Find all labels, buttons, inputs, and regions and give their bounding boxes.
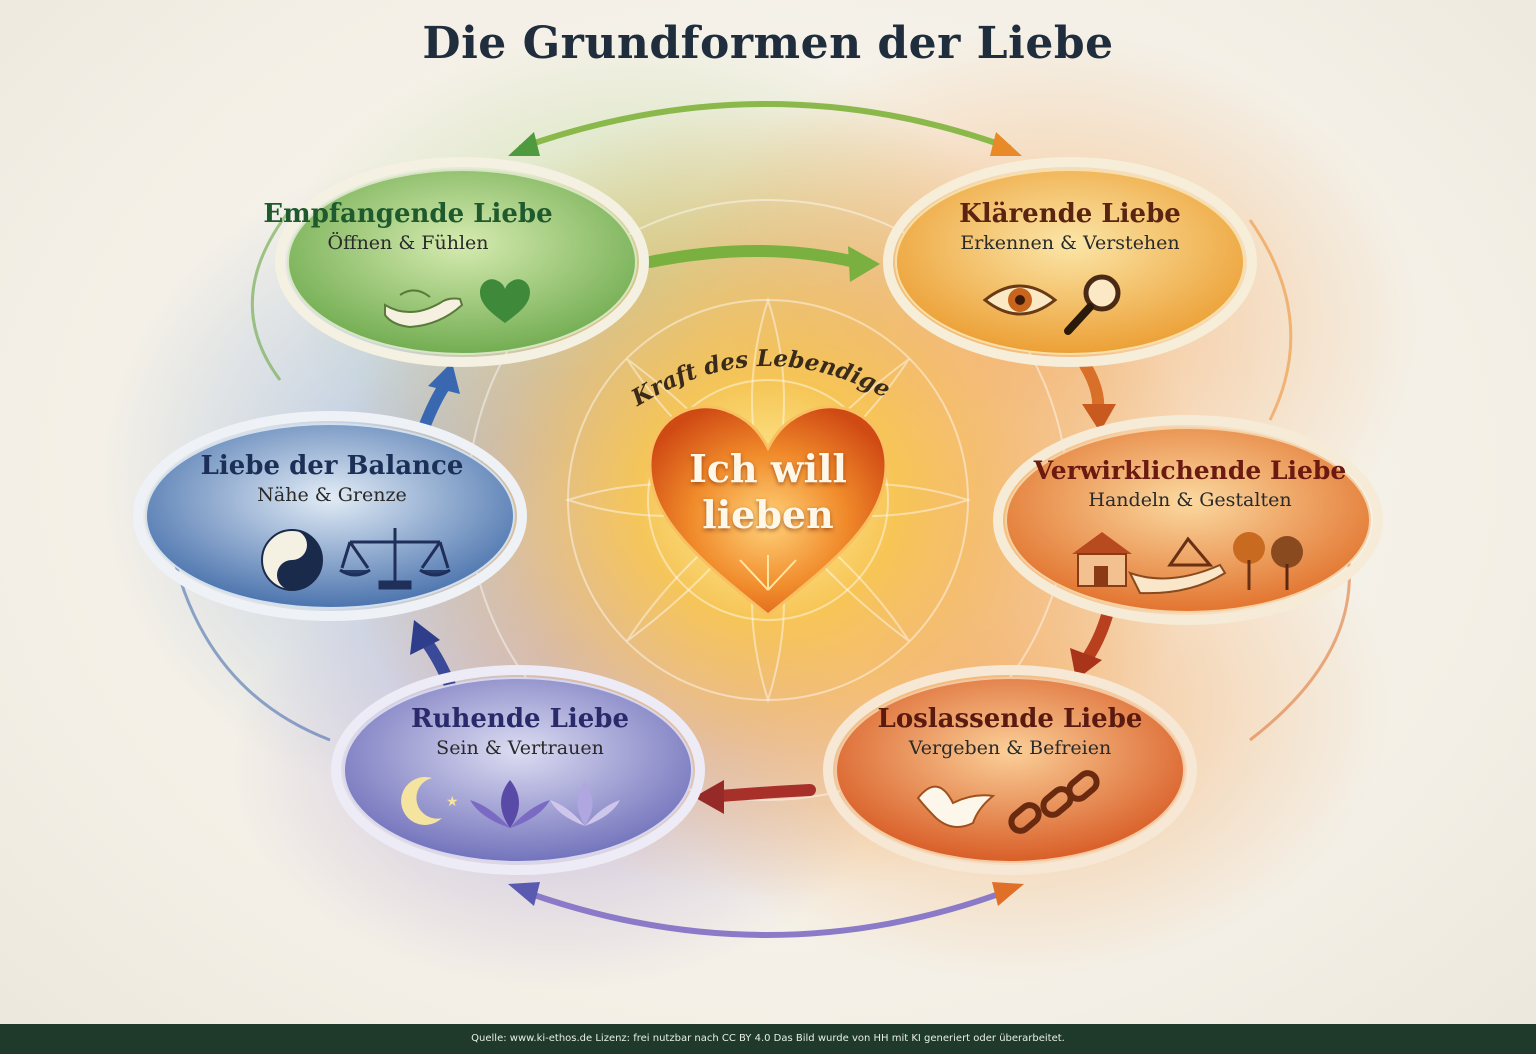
node-verwirklichende-liebe[interactable]: [993, 415, 1383, 625]
node-subtitle: Nähe & Grenze: [257, 484, 407, 506]
node-label-ruhende-liebe: Ruhende Liebe Sein & Vertrauen: [340, 703, 700, 761]
heart-label: Ich will lieben: [648, 446, 888, 538]
node-subtitle: Handeln & Gestalten: [1088, 489, 1292, 511]
node-liebe-der-balance[interactable]: [133, 411, 527, 621]
node-label-loslassende-liebe: Loslassende Liebe Vergeben & Befreien: [830, 703, 1190, 761]
page-title: Die Grundformen der Liebe: [422, 18, 1114, 69]
node-title: Loslassende Liebe: [877, 704, 1143, 734]
node-label-verwirklichende-liebe: Verwirklichende Liebe Handeln & Gestalte…: [1010, 455, 1370, 513]
node-subtitle: Öffnen & Fühlen: [327, 232, 489, 254]
open-hands-icon: [384, 289, 464, 329]
arrow-klar-to-verw: [1079, 359, 1116, 432]
arrow-balance-to-empf: [419, 362, 460, 431]
arrow-verw-to-los: [1070, 606, 1114, 680]
node-subtitle: Erkennen & Verstehen: [960, 232, 1180, 254]
arrow-empf-to-klar: [644, 245, 880, 282]
node-klaerende-liebe[interactable]: [883, 157, 1257, 367]
svg-text:★: ★: [446, 794, 459, 810]
footer-license: Quelle: www.ki-ethos.de Lizenz: frei nut…: [0, 1024, 1536, 1054]
node-label-empfangende-liebe: Empfangende Liebe Öffnen & Fühlen: [228, 198, 588, 256]
node-title: Liebe der Balance: [200, 451, 464, 481]
dove-icon: [916, 785, 996, 828]
outer-arc-top: [508, 101, 1022, 156]
node-empfangende-liebe[interactable]: [275, 157, 649, 367]
yin-yang-icon: [261, 529, 323, 591]
hand-icon: [1128, 536, 1227, 595]
node-title: Verwirklichende Liebe: [1033, 456, 1347, 485]
heart-icon: [480, 279, 530, 323]
lotus-icon: [470, 780, 550, 828]
node-title: Empfangende Liebe: [263, 199, 553, 229]
magnifier-icon: [1064, 274, 1121, 335]
node-title: Klärende Liebe: [959, 199, 1181, 229]
eye-icon: [982, 284, 1058, 316]
cycle-diagram: Kraft des Lebendigen: [0, 0, 1420, 990]
house-icon: [1072, 532, 1132, 587]
lotus-icon: [550, 782, 620, 826]
node-ruhende-liebe[interactable]: [331, 665, 705, 875]
moon-icon: ★: [401, 776, 459, 825]
node-subtitle: Sein & Vertrauen: [436, 737, 604, 759]
node-label-klaerende-liebe: Klärende Liebe Erkennen & Verstehen: [890, 198, 1250, 256]
broken-chain-icon: [1008, 770, 1100, 834]
heart-line-2: lieben: [702, 492, 834, 537]
node-subtitle: Vergeben & Befreien: [908, 737, 1112, 759]
arrow-los-to-ruhe: [694, 780, 816, 814]
node-title: Ruhende Liebe: [410, 704, 630, 734]
scales-icon: [339, 528, 451, 590]
outer-arc-bottom: [508, 882, 1024, 938]
node-loslassende-liebe[interactable]: [823, 665, 1197, 875]
center-heart: [648, 405, 888, 617]
node-label-liebe-der-balance: Liebe der Balance Nähe & Grenze: [152, 450, 512, 508]
heart-line-1: Ich will: [689, 446, 847, 491]
trees-icon: [1233, 532, 1303, 590]
